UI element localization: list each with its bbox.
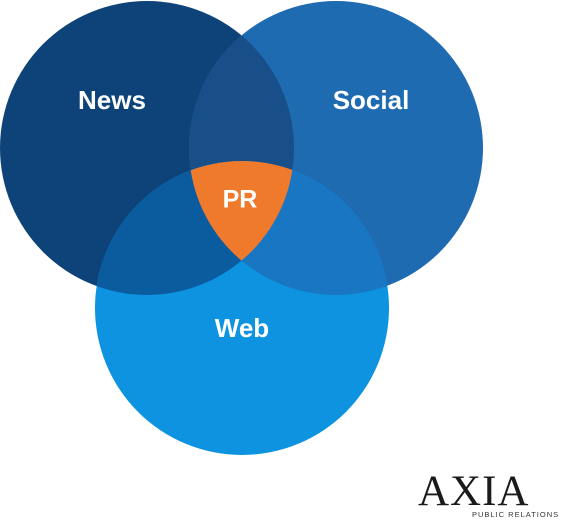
axia-logo: AXIA PUBLIC RELATIONS [418,468,559,519]
social-web-overlap [189,161,389,295]
web-label: Web [215,313,269,343]
social-label: Social [333,85,410,115]
pr-label: PR [223,186,258,214]
logo-wordmark: AXIA [418,468,529,515]
news-web-overlap [95,161,294,295]
logo-tagline: PUBLIC RELATIONS [472,510,559,519]
news-label: News [78,85,146,115]
